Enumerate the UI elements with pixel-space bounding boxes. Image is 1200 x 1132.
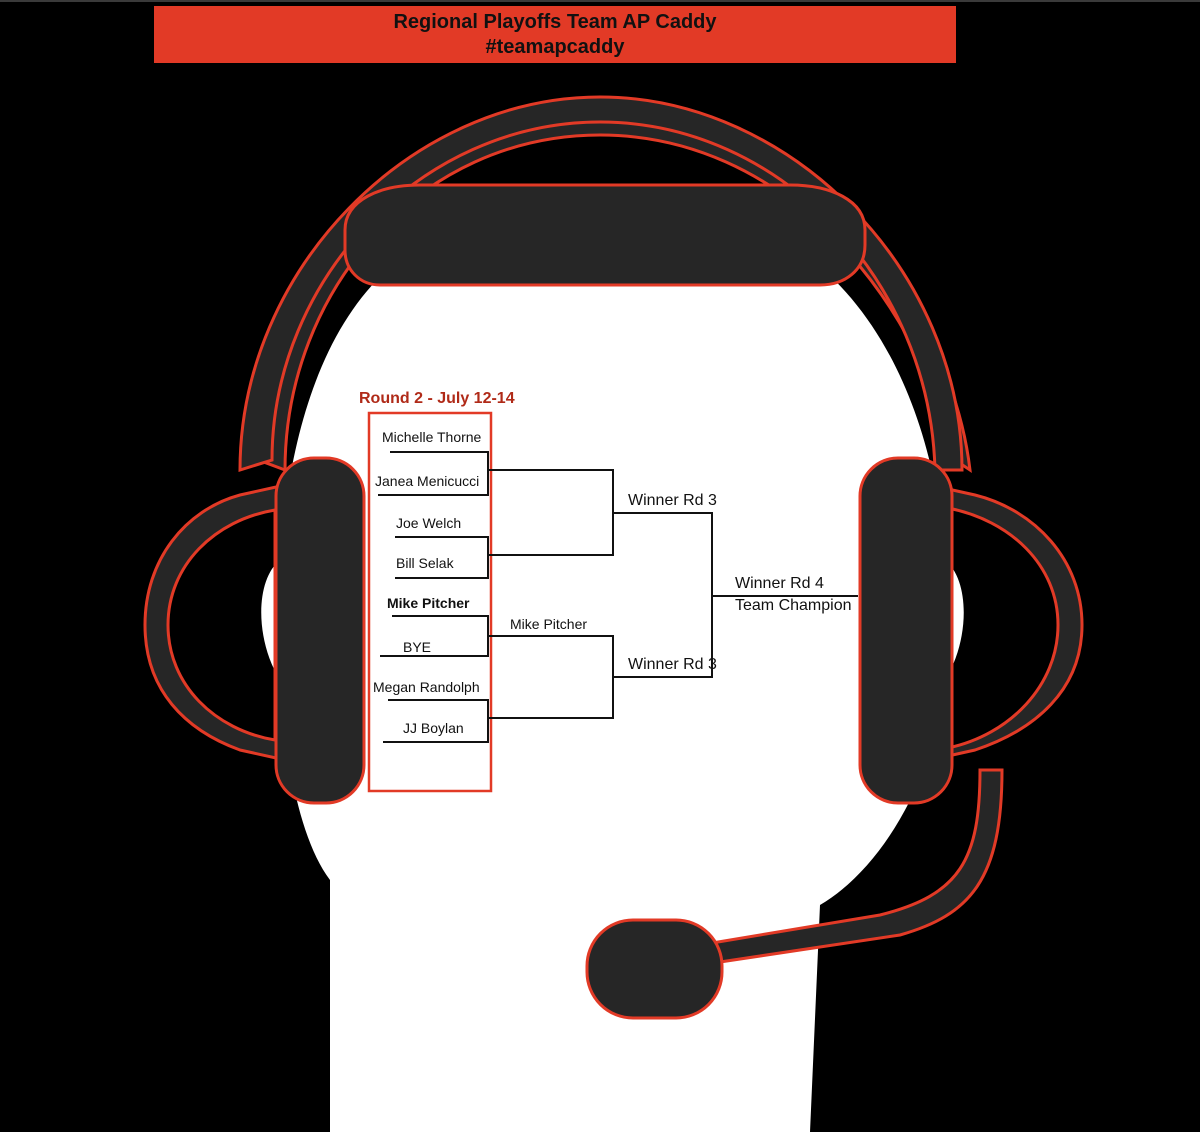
right-earcup: [858, 456, 954, 805]
banner-hashtag: #teamapcaddy: [485, 36, 625, 58]
player-1: Michelle Thorne: [382, 429, 482, 445]
title-banner: Regional Playoffs Team AP Caddy #teamapc…: [154, 6, 956, 63]
top-border: [0, 0, 1200, 2]
player-2: Janea Menicucci: [375, 473, 480, 489]
left-earcup: [274, 456, 366, 805]
mic-head: [585, 918, 724, 1020]
winner-rd4: Winner Rd 4: [735, 575, 824, 592]
player-5: Mike Pitcher: [387, 595, 470, 611]
match3-winner: Mike Pitcher: [510, 616, 588, 632]
right-ear-loop: [928, 483, 1084, 762]
round-title: Round 2 - July 12-14: [359, 390, 515, 407]
bracket-lines: [378, 451, 858, 743]
player-8: JJ Boylan: [403, 720, 464, 736]
headband-cushion: [343, 183, 867, 287]
headband-outer: [238, 95, 964, 473]
player-4: Bill Selak: [396, 555, 454, 571]
round-box: [367, 411, 493, 793]
left-ear-loop: [143, 483, 287, 762]
player-3: Joe Welch: [396, 515, 462, 531]
mic-boom: [698, 768, 1004, 967]
player-6: BYE: [403, 639, 432, 655]
team-champion: Team Champion: [735, 597, 852, 614]
winner-rd3-top: Winner Rd 3: [628, 492, 717, 509]
player-7: Megan Randolph: [373, 679, 480, 695]
winner-rd3-bottom: Winner Rd 3: [628, 656, 717, 673]
banner-title: Regional Playoffs Team AP Caddy: [393, 11, 717, 33]
